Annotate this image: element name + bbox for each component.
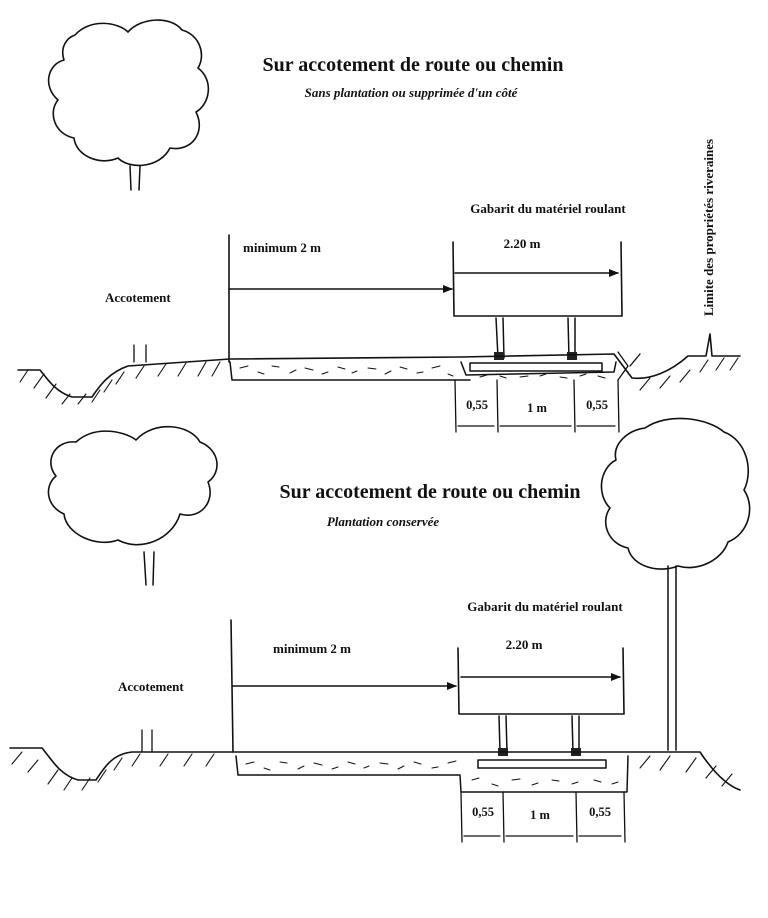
shoulder-label: Accotement xyxy=(105,290,171,305)
tree-top-left xyxy=(47,19,210,191)
section-title: Sur accotement de route ou chemin xyxy=(280,481,581,503)
section-subtitle: Plantation conservée xyxy=(327,514,440,529)
minimum-distance-label: minimum 2 m xyxy=(243,240,321,255)
section-title: Sur accotement de route ou chemin xyxy=(263,54,564,76)
dimension-right: 0,55 xyxy=(586,398,608,412)
dimension-lines xyxy=(460,791,626,843)
shoulder-label: Accotement xyxy=(118,679,184,694)
gauge-label: Gabarit du matériel roulant xyxy=(470,201,626,216)
top-section: Sur accotement de route ou chemin Sans p… xyxy=(17,19,741,433)
shoulder-limit-line xyxy=(230,619,234,753)
rolling-stock-gauge xyxy=(452,241,623,360)
tree-bottom-left xyxy=(47,425,218,586)
ground-profile xyxy=(17,333,741,405)
bottom-section: Sur accotement de route ou chemin Planta… xyxy=(9,417,751,843)
dimension-middle: 1 m xyxy=(527,401,547,415)
dimension-left: 0,55 xyxy=(472,805,494,819)
gauge-label: Gabarit du matériel roulant xyxy=(467,599,623,614)
gauge-width-label: 2.20 m xyxy=(506,637,543,652)
tree-right xyxy=(600,417,751,751)
gauge-width-label: 2.20 m xyxy=(504,236,541,251)
property-limit-label: Limite des propriétés riveraines xyxy=(701,139,716,316)
dimension-right: 0,55 xyxy=(589,805,611,819)
dimension-left: 0,55 xyxy=(466,398,488,412)
ground-profile xyxy=(9,729,741,793)
section-subtitle: Sans plantation ou supprimée d'un côté xyxy=(305,85,519,100)
minimum-distance-label: minimum 2 m xyxy=(273,641,351,656)
dimension-lines xyxy=(454,379,620,433)
rolling-stock-gauge xyxy=(457,647,625,756)
dimension-middle: 1 m xyxy=(530,808,550,822)
